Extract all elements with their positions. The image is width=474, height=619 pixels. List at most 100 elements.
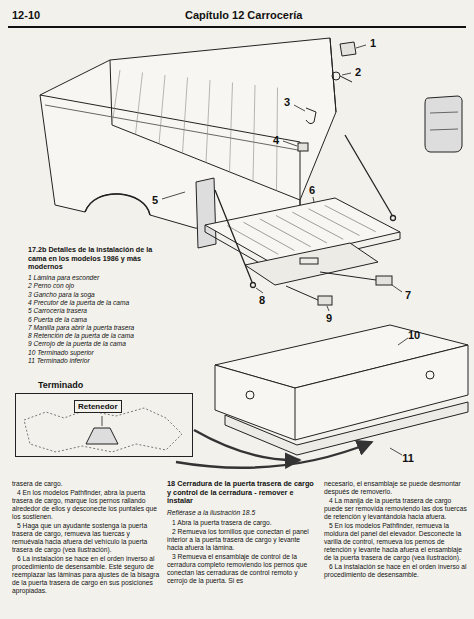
bumper-upper	[215, 325, 468, 440]
body-paragraph: 5 En los modelos Pathfinder, remueva la …	[324, 522, 468, 562]
body-paragraph: trasera de cargo.	[12, 480, 160, 488]
body-paragraph: necesario, el ensamblaje se puede desmon…	[324, 480, 468, 496]
body-paragraph: Refiérase a la ilustración 18.5	[167, 509, 317, 517]
body-paragraph: 3 Remueva el ensamblaje de control de la…	[167, 553, 317, 585]
tailgate-ribs	[309, 209, 360, 236]
leader-lines	[398, 338, 408, 345]
bed-hardware	[340, 76, 352, 82]
bed-floor-ribs	[230, 83, 233, 172]
bed-hardware	[306, 108, 316, 124]
leader-lines	[162, 192, 185, 199]
bed-floor-ribs	[136, 73, 143, 135]
bumper-lower	[225, 402, 468, 455]
leader-lines	[392, 285, 402, 292]
leader-lines	[327, 306, 329, 311]
parts-list-item: 1 Lámina para esconder	[28, 274, 160, 282]
bed-hardware	[298, 42, 356, 151]
parts-list-item: 8 Retención de la puerta de la cama	[28, 332, 160, 340]
bumper-upper	[246, 391, 254, 399]
callout-number: 1	[370, 37, 376, 50]
bed-floor-ribs	[159, 75, 165, 144]
tailgate-ribs	[292, 212, 343, 239]
parts-list-item: 5 Carrocería trasera	[28, 307, 160, 315]
truck-bed	[330, 38, 336, 112]
parts-list-item: 9 Cerrojo de la puerta de la cama	[28, 340, 160, 348]
bed-floor-ribs	[183, 78, 188, 154]
detail-inset: TerminadoRetenedor	[15, 393, 193, 457]
bumper-upper	[295, 388, 296, 440]
gate-straps	[251, 283, 256, 288]
detail-arrows	[194, 430, 300, 460]
parts-list-item: 6 Puerta de la cama	[28, 316, 160, 324]
parts-list-item: 3 Gancho para la soga	[28, 291, 160, 299]
body-paragraph: 2 Remueva los tornillos que conectan el …	[167, 528, 317, 552]
leader-lines	[283, 141, 297, 146]
body-paragraph: 4 La manija de la puerta trasera de carg…	[324, 497, 468, 521]
detail-arrows	[176, 430, 372, 468]
callout-number: 6	[309, 184, 315, 197]
text-column: 18 Cerradura de la puerta trasera de car…	[167, 480, 317, 586]
callout-number: 8	[259, 294, 265, 307]
gate-straps	[215, 135, 396, 288]
callout-number: 2	[355, 66, 361, 79]
tailgate-panel	[245, 243, 378, 285]
latch-handle	[376, 276, 392, 285]
header-rule	[8, 27, 466, 28]
bed-floor-ribs	[112, 70, 120, 125]
parts-list-item: 4 Precutor de la puerta de la cama	[28, 299, 160, 307]
part-label: Retenedor	[74, 400, 122, 413]
gate-straps	[215, 190, 252, 282]
detail-arrows	[176, 442, 372, 468]
inset-title: Terminado	[38, 380, 83, 390]
bed-hardware	[340, 42, 356, 56]
parts-list-item: 10 Terminado superior	[28, 349, 160, 357]
text-column: necesario, el ensamblaje se puede desmon…	[324, 480, 468, 580]
panel-edge	[24, 408, 182, 452]
tailgate-ribs	[325, 205, 376, 231]
bed-hardware	[298, 143, 308, 151]
tail-light	[196, 178, 216, 248]
leader-lines	[313, 197, 314, 202]
tailgate-ribs	[244, 222, 295, 250]
leader-lines	[390, 448, 402, 455]
tail-light	[425, 96, 462, 152]
tailgate-ribs	[276, 216, 327, 244]
body-paragraph: 5 Haga que un ayudante sostenga la puert…	[12, 522, 160, 554]
callout-number: 4	[273, 134, 279, 147]
truck-bed	[85, 194, 150, 215]
callout-number: 11	[402, 452, 414, 465]
truck-bed	[45, 105, 298, 150]
callout-number: 5	[152, 194, 158, 207]
callout-number: 10	[408, 329, 420, 342]
body-paragraph: 6 La instalación se hace en el orden inv…	[324, 563, 468, 579]
text-column: trasera de cargo.4 En los modelos Pathfi…	[12, 480, 160, 596]
chapter-title: Capítulo 12 Carrocería	[185, 9, 302, 22]
callout-number: 3	[284, 96, 290, 109]
body-paragraph: 1 Abra la puerta trasera de cargo.	[167, 519, 317, 527]
latch-handle	[320, 272, 376, 280]
section-heading: 18 Cerradura de la puerta trasera de car…	[167, 480, 317, 506]
bed-hardware	[332, 72, 340, 80]
leader-lines	[356, 45, 366, 48]
header-rule	[8, 26, 466, 28]
truck-bed	[110, 60, 300, 200]
bumper-lower	[225, 402, 468, 455]
bumper-upper	[426, 371, 434, 379]
tail-light	[430, 129, 458, 130]
figure-caption: 17.2b Detalles de la instalación de la c…	[28, 246, 153, 272]
tailgate-panel	[300, 258, 318, 264]
tailgate	[205, 198, 400, 262]
latch-handle	[286, 286, 318, 300]
bed-floor-ribs	[112, 70, 278, 191]
bed-floor-ribs	[253, 85, 255, 181]
tail-light	[430, 112, 458, 113]
callout-number: 9	[326, 312, 332, 325]
leader-lines	[162, 45, 408, 455]
leader-lines	[256, 288, 263, 293]
tailgate-panel	[245, 243, 378, 285]
body-paragraph: 4 En los modelos Pathfinder, abra la pue…	[12, 489, 160, 521]
callout-number: 7	[405, 289, 411, 302]
page-number: 12-10	[12, 9, 40, 22]
bed-floor-ribs	[206, 80, 210, 163]
